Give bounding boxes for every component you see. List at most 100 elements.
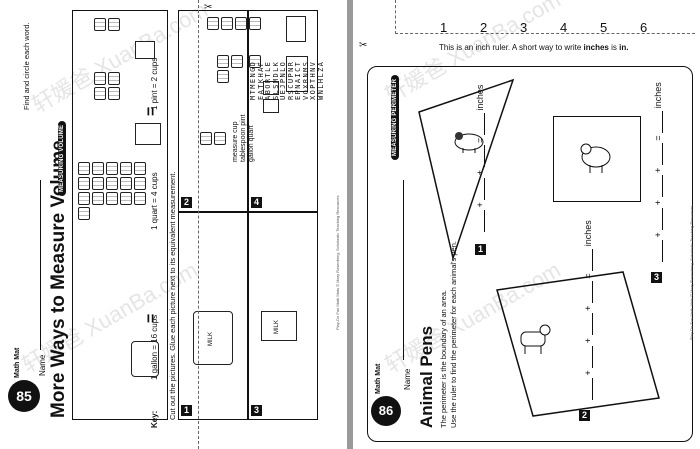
math-mat-badge: 86 <box>371 396 401 426</box>
cup-icon <box>108 18 120 31</box>
milk-label: MILK <box>274 319 280 334</box>
cup-icon <box>106 177 118 190</box>
cup-icon <box>200 132 212 145</box>
ruler-section: ✂ 1 2 3 4 5 6 This is an inch ruler. A s… <box>353 0 700 60</box>
footer-credit: Play-Do Fun Math Mats © Mary Rosenberg, … <box>335 195 340 331</box>
key-gallon: 1 gallon = 16 cups <box>150 314 159 380</box>
sheep-icon <box>451 130 487 154</box>
ruler-tick: 4 <box>560 20 568 35</box>
parallelogram-pen <box>496 271 660 417</box>
four-cups-group <box>93 71 133 101</box>
badge-brand: Math Mat <box>375 363 382 394</box>
instruction-line-2: Use the ruler to find the perimeter for … <box>449 241 458 428</box>
grid-divider <box>179 211 317 213</box>
cutout-cups <box>206 16 276 31</box>
cup-icon <box>92 177 104 190</box>
key-label: Key: <box>150 410 159 428</box>
answer-blank[interactable] <box>654 110 663 133</box>
cutout-pictures <box>206 16 316 96</box>
section-tag: MEASURING VOLUME <box>58 120 66 196</box>
cup-icon <box>106 162 118 175</box>
pint-carton-icon <box>263 99 279 113</box>
two-cups-group <box>93 17 133 32</box>
answer-blank[interactable] <box>476 210 485 232</box>
quart-carton-icon <box>286 16 306 42</box>
two-cups-group <box>199 131 229 146</box>
pint-carton-icon <box>135 41 155 59</box>
two-cartons-group <box>263 81 293 113</box>
word: cup <box>232 121 239 133</box>
word: measure <box>232 134 239 162</box>
milk-label: MILK <box>208 331 214 346</box>
goat-drawing <box>520 324 551 354</box>
answer-blank[interactable] <box>584 248 593 271</box>
scissors-icon: ✂ <box>204 2 213 13</box>
cup-icon <box>120 162 132 175</box>
name-line <box>40 180 41 350</box>
problem-number: 3 <box>651 272 662 283</box>
box-number: 1 <box>181 405 192 416</box>
plus-sign: + <box>475 202 485 208</box>
instruction-line-1: The perimeter is the boundary of an area… <box>439 290 448 428</box>
scissors-icon: ✂ <box>359 40 368 51</box>
box-number: 4 <box>251 197 262 208</box>
answer-blank[interactable] <box>476 145 485 168</box>
gallon-carton-icon <box>286 56 308 92</box>
answer-blank[interactable] <box>476 177 485 200</box>
wordsearch: measure cup tablespoon pint gallon quart <box>230 96 340 166</box>
triangle-pen <box>418 78 515 261</box>
name-label: Name <box>38 354 47 376</box>
answer-blank[interactable] <box>584 281 593 304</box>
cup-icon <box>108 87 120 100</box>
cup-icon <box>217 55 229 68</box>
footer-credit: Play-Do Fun Math Mats © Mary Rosenberg, … <box>689 205 694 341</box>
cup-icon <box>120 177 132 190</box>
math-mat-badge: 85 <box>8 380 40 412</box>
cup-icon <box>134 177 146 190</box>
quart-carton-icon: MILK <box>261 311 297 341</box>
answer-blank[interactable] <box>584 378 593 400</box>
equation-strip: = = <box>72 10 168 420</box>
answer-blank[interactable] <box>654 207 663 230</box>
answer-blank[interactable] <box>584 345 593 368</box>
ruler: 1 2 3 4 5 6 <box>395 0 695 35</box>
cup-icon <box>94 18 106 31</box>
ruler-tick: 6 <box>640 20 648 35</box>
key-pint: 1 pint = 2 cups <box>150 57 159 110</box>
ruler-tick: 2 <box>480 20 488 35</box>
word: quart <box>248 125 255 142</box>
cup-icon <box>106 192 118 205</box>
cup-icon <box>235 17 247 30</box>
ruler-caption: This is an inch ruler. A short way to wr… <box>439 43 628 52</box>
gallon-jug-icon: MILK <box>193 311 233 365</box>
equals-sign: = <box>653 135 663 141</box>
key-quart: 1 quart = 4 cups <box>150 172 159 230</box>
plus-sign: + <box>653 232 663 238</box>
ruler-tick: 3 <box>520 20 528 35</box>
answer-blank[interactable] <box>654 175 663 198</box>
answer-blank[interactable] <box>476 113 485 136</box>
problem-number: 2 <box>579 410 590 421</box>
word: tablespoon <box>240 127 247 162</box>
box-number: 2 <box>181 197 192 208</box>
right-worksheet-page: 轩媛爸 XuanBa.com 轩媛爸 XuanBa.com ✂ 1 2 3 4 … <box>353 0 700 449</box>
caption-bold: in. <box>619 43 629 52</box>
perimeter-equation-3: + + + = inches <box>653 82 663 262</box>
answer-grid: 1 2 3 4 MILK MILK <box>178 10 318 420</box>
pint-carton-icon <box>263 81 279 95</box>
answer-blank[interactable] <box>654 240 663 262</box>
answer-blank[interactable] <box>654 143 663 166</box>
square-pen <box>553 116 641 202</box>
section-tag: MEASURING PERIMETER <box>391 74 399 160</box>
parallelogram-shape <box>496 271 660 417</box>
cup-icon <box>94 72 106 85</box>
caption-text: This is an inch ruler. A short way to wr… <box>439 43 584 52</box>
answer-blank[interactable] <box>584 313 593 336</box>
cutout-cups <box>216 54 276 84</box>
quart-carton-icon <box>135 123 161 145</box>
cup-icon <box>134 162 146 175</box>
problem-number: 1 <box>475 244 486 255</box>
cup-icon <box>78 207 90 220</box>
cup-icon <box>120 192 132 205</box>
goat-icon <box>513 320 553 360</box>
